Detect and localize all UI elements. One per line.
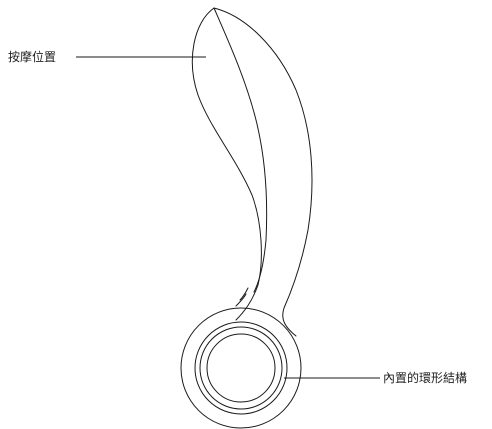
neck-shading	[235, 287, 249, 307]
device-body-outline	[191, 7, 313, 337]
massage-position-label: 按摩位置	[8, 50, 57, 64]
device-inner-seam	[213, 7, 268, 293]
ring-structure-label: 內置的環形結構	[383, 371, 468, 385]
ring-outer	[180, 307, 302, 429]
ring-inner-hole	[206, 333, 276, 403]
ring-inner-structure	[199, 326, 283, 410]
ring-middle	[194, 321, 288, 415]
